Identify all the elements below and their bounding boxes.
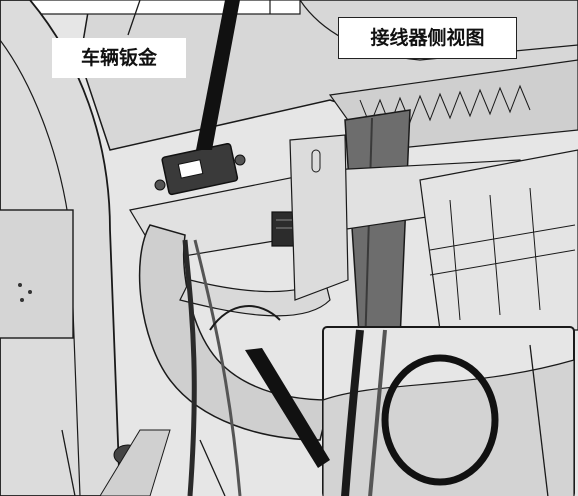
- pointer-wedge: [196, 0, 240, 150]
- wire-harness: [182, 239, 197, 496]
- large-hose: [138, 224, 331, 441]
- connector: [154, 142, 246, 196]
- connector-side-view-label: 接线器侧视图: [338, 17, 517, 59]
- inset-detail: [322, 326, 575, 496]
- bracket-plate: [289, 134, 349, 301]
- lower-lattice: [419, 149, 578, 331]
- left-panel-plate: [0, 209, 74, 339]
- vehicle-sheet-metal-label: 车辆钣金: [52, 38, 186, 78]
- inset-pointer-wedge: [245, 348, 330, 468]
